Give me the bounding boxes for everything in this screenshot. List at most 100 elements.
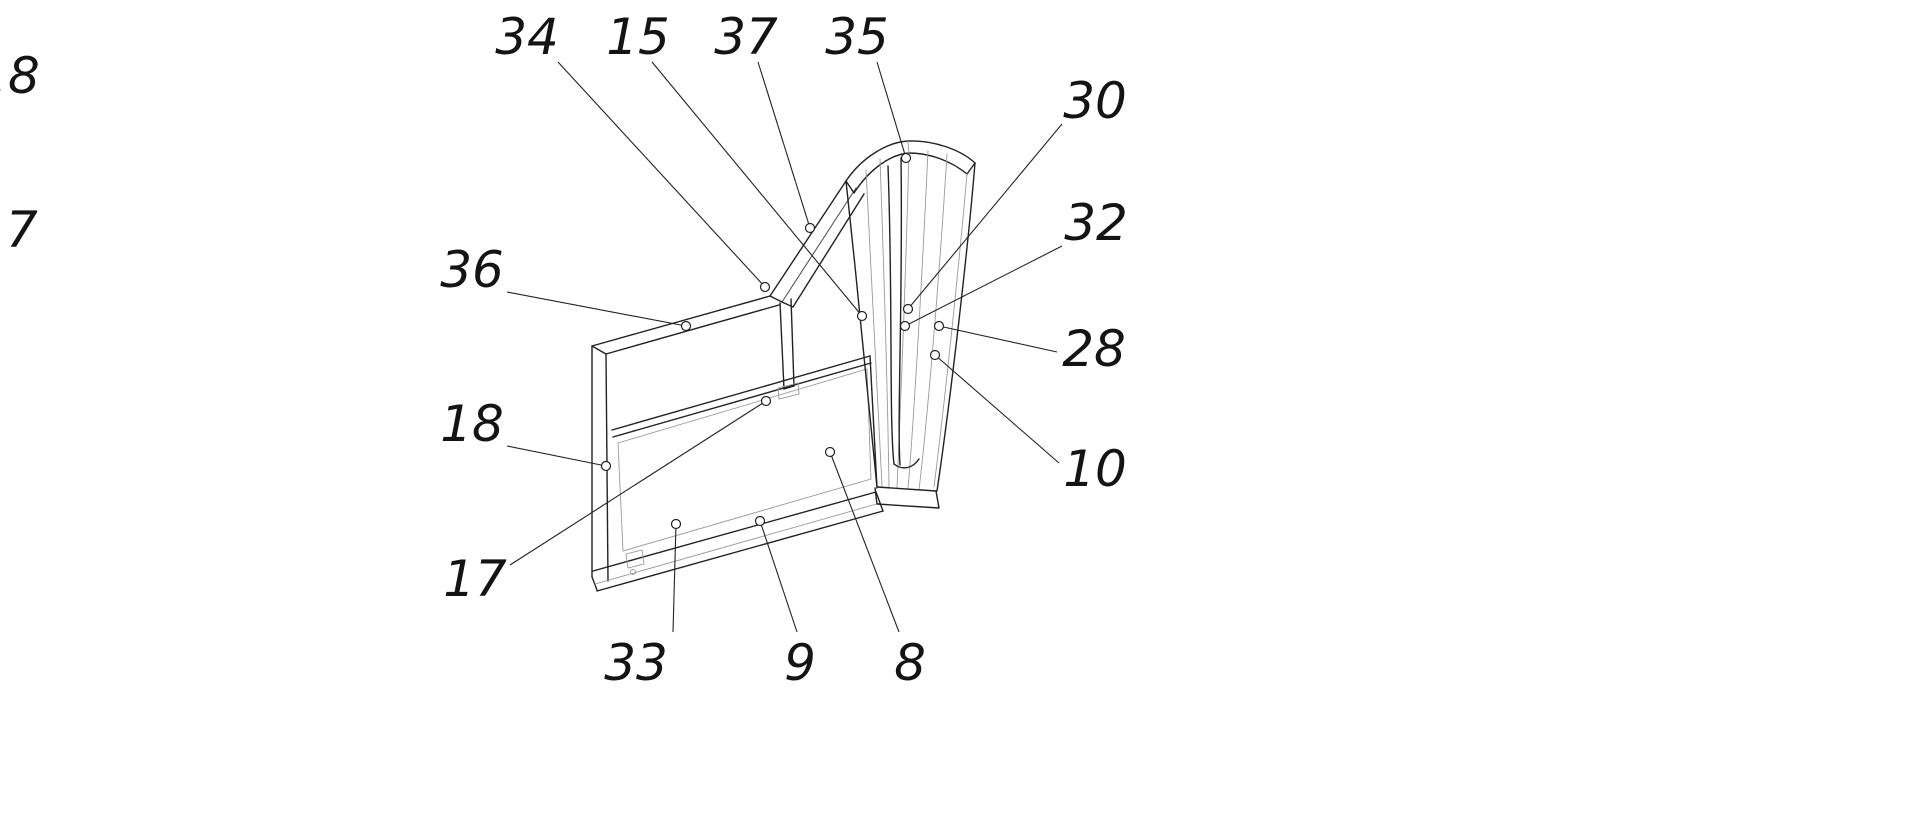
strut-foot-block <box>777 382 800 400</box>
column-bottom-edge <box>876 486 937 492</box>
part-number-label: 32 <box>1064 194 1128 252</box>
column-right-edge <box>936 162 976 492</box>
callout-17: 17 <box>443 395 772 608</box>
callout-34: 34 <box>495 8 771 293</box>
leader-line <box>759 520 798 633</box>
strut-right-edge <box>790 298 795 387</box>
marker-circle <box>929 349 941 361</box>
part-number-label: 8 <box>894 634 926 692</box>
top-rail-left-cap <box>591 345 607 355</box>
callout-8: 8 <box>824 446 926 692</box>
marker-circle <box>933 320 945 332</box>
leader-line <box>757 61 811 229</box>
bottom-left-cap <box>591 576 598 591</box>
column-slot-bottom-hook <box>893 458 920 469</box>
column-top-outer-arc <box>845 140 976 182</box>
top-rail-inner-edge <box>605 304 780 355</box>
assembly-line-art <box>591 140 976 592</box>
column-contour-2 <box>879 158 890 488</box>
callout-layer: 341537353032281036181733981817 <box>0 8 1128 692</box>
marker-circle <box>902 303 914 315</box>
diagonal-bottom-cap <box>781 301 794 308</box>
part-number-label-clipped: 18 <box>0 47 40 105</box>
leader-line <box>934 354 1060 464</box>
leader-line <box>907 123 1063 310</box>
marker-circle <box>759 281 771 293</box>
column-top-left-cap <box>845 180 855 194</box>
top-rail-right-cap <box>769 295 783 303</box>
bottom-rail-outer-edge <box>596 510 884 592</box>
callout-35: 35 <box>825 8 912 164</box>
diagonal-inner-edge <box>792 193 865 308</box>
marker-circle <box>804 222 816 234</box>
part-number-label: 28 <box>1062 320 1126 378</box>
middle-rail-bottom-edge <box>612 362 872 438</box>
leader-line <box>938 325 1058 353</box>
marker-circle <box>824 446 836 458</box>
top-rail-outer-edge <box>591 295 771 347</box>
callout-9: 9 <box>754 515 816 692</box>
part-number-label: 9 <box>784 634 816 692</box>
part-number-label: 37 <box>714 8 778 66</box>
part-number-label: 36 <box>440 241 504 299</box>
column-right-inner-edge <box>933 173 968 488</box>
part-number-label: 18 <box>440 395 504 453</box>
column-base-block <box>874 487 940 509</box>
callout-28: 28 <box>933 320 1126 378</box>
strut-left-edge <box>779 302 785 390</box>
column-contour-3 <box>896 151 910 489</box>
bottom-rail-mid-line <box>594 502 881 585</box>
column-contour-4 <box>907 150 929 490</box>
callout-10: 10 <box>929 349 1127 498</box>
leader-line <box>506 445 607 467</box>
part-number-label: 15 <box>606 8 670 66</box>
leader-line <box>651 61 863 317</box>
column-contour-5 <box>918 153 948 491</box>
part-number-label: 33 <box>604 634 668 692</box>
marker-circle <box>760 395 772 407</box>
bottom-rail-top-edge <box>592 491 877 572</box>
callout-30: 30 <box>902 72 1127 315</box>
part-number-label-clipped: 17 <box>0 201 38 259</box>
leader-line <box>672 523 677 633</box>
part-number-label: 10 <box>1063 440 1127 498</box>
part-number-label: 35 <box>825 8 889 66</box>
leader-line <box>876 61 907 159</box>
column-slot-right-edge <box>898 157 903 466</box>
frame-foot-block <box>625 549 645 569</box>
lower-panel-outline <box>617 368 872 552</box>
part-number-label: 30 <box>1063 72 1127 130</box>
callout-18: 18 <box>440 395 612 472</box>
column-top-seam <box>907 140 910 154</box>
part-number-label: 34 <box>495 8 559 66</box>
marker-circle <box>900 152 912 164</box>
diagonal-mid-line <box>781 187 857 303</box>
column-left-edge <box>845 180 878 488</box>
diagonal-outer-edge <box>769 180 847 297</box>
marker-circle <box>856 310 868 322</box>
column-top-right-cap <box>966 162 976 175</box>
leader-line <box>506 291 687 327</box>
callout-15: 15 <box>606 8 868 322</box>
leader-line <box>509 400 767 566</box>
marker-circle <box>600 460 612 472</box>
callout-33: 33 <box>604 518 682 692</box>
marker-circle <box>680 320 692 332</box>
frame-foot-pin <box>630 569 636 575</box>
column-slot-left-edge <box>887 165 895 465</box>
leader-line <box>904 245 1063 327</box>
callout-32: 32 <box>899 194 1128 332</box>
callout-36: 36 <box>440 241 692 332</box>
callout-37: 37 <box>714 8 816 234</box>
frame-right-edge <box>869 355 878 489</box>
leader-line <box>829 451 900 633</box>
marker-circle <box>899 320 911 332</box>
leader-line <box>557 61 766 288</box>
left-frame <box>591 295 884 592</box>
marker-circle <box>754 515 766 527</box>
curved-column <box>845 140 976 509</box>
marker-circle <box>670 518 682 530</box>
bottom-right-cap <box>875 491 884 512</box>
